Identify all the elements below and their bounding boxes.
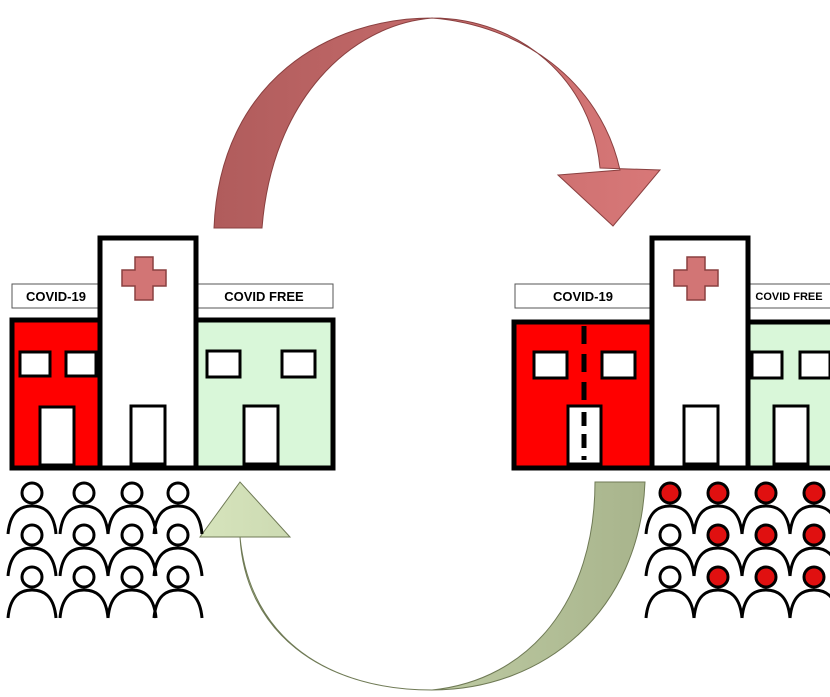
right-covid-window-2 bbox=[602, 352, 635, 378]
bottom-curved-arrow-icon bbox=[200, 482, 645, 690]
right-free-door bbox=[774, 406, 808, 464]
right-hospital: COVID-19 COVID FREE bbox=[514, 238, 830, 468]
person-icon bbox=[646, 567, 694, 618]
left-covid-door bbox=[40, 407, 74, 465]
left-free-window-2 bbox=[282, 351, 315, 377]
left-free-window-1 bbox=[207, 351, 240, 377]
infected-person-icon bbox=[694, 567, 742, 618]
left-people-group bbox=[8, 483, 202, 618]
right-covid-label: COVID-19 bbox=[553, 289, 613, 304]
left-covid-label: COVID-19 bbox=[26, 289, 86, 304]
left-free-door bbox=[244, 406, 278, 464]
person-icon bbox=[108, 567, 156, 618]
infected-person-icon bbox=[742, 567, 790, 618]
right-covid-window-1 bbox=[534, 352, 567, 378]
person-icon bbox=[154, 567, 202, 618]
infected-person-icon bbox=[790, 567, 830, 618]
left-covid-window-1 bbox=[20, 352, 50, 376]
top-curved-arrow-icon bbox=[214, 18, 660, 228]
left-hospital: COVID-19 COVID FREE bbox=[12, 238, 333, 468]
left-tower-door bbox=[131, 406, 165, 464]
right-free-label: COVID FREE bbox=[755, 291, 822, 303]
right-free-window-2 bbox=[800, 352, 830, 378]
right-people-group bbox=[646, 483, 830, 618]
left-free-label: COVID FREE bbox=[224, 289, 304, 304]
right-tower-door bbox=[684, 406, 718, 464]
person-icon bbox=[60, 567, 108, 618]
right-free-window-1 bbox=[752, 352, 782, 378]
person-icon bbox=[8, 567, 56, 618]
left-covid-window-2 bbox=[66, 352, 96, 376]
